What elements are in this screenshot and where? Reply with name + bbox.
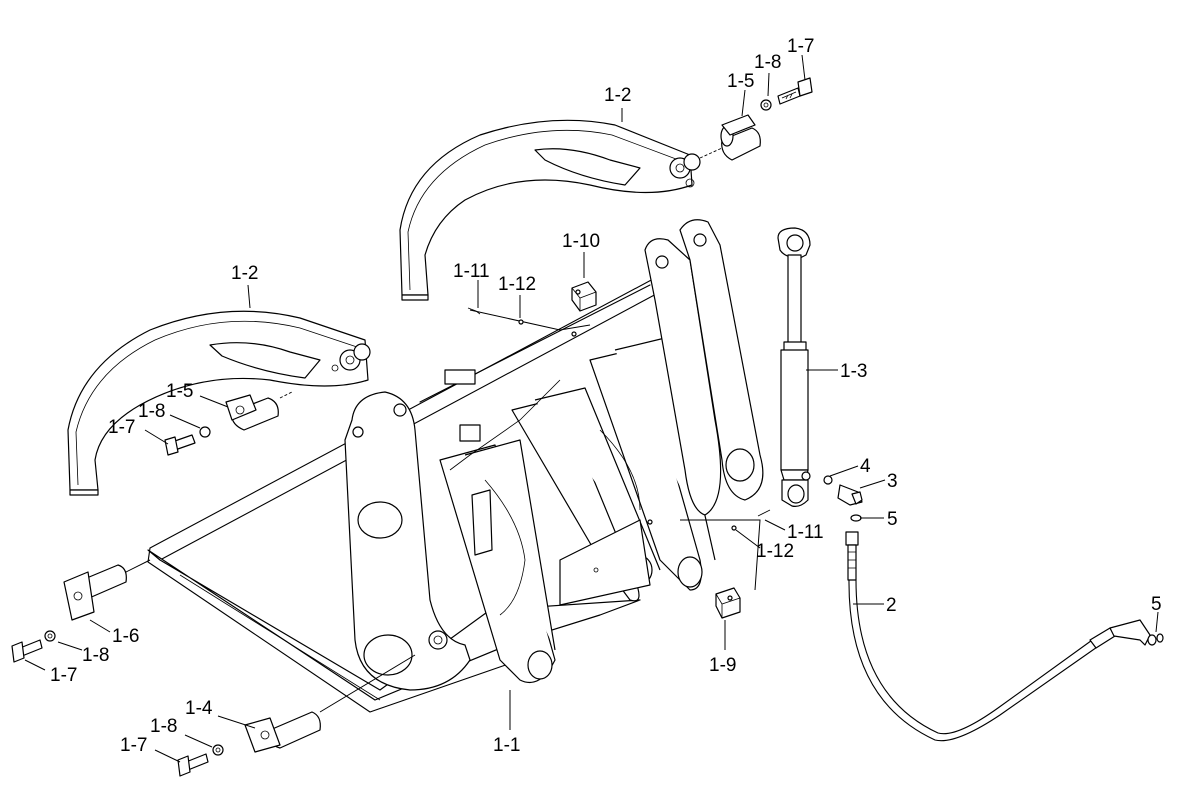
label-1-3: 1-3: [840, 361, 867, 382]
small-hardware: [467, 281, 771, 619]
pin-left: [164, 391, 293, 456]
part-labels: 1-2 1-5 1-8 1-7 1-2 1-5 1-8 1-7 1-10 1-1…: [50, 36, 1162, 756]
label-1-11-right: 1-11: [787, 522, 824, 543]
hydraulic-hose: [845, 531, 1164, 742]
label-1-7-mid: 1-7: [50, 665, 77, 686]
label-1-8-top: 1-8: [754, 52, 781, 73]
label-3: 3: [887, 471, 898, 492]
fittings: [823, 475, 863, 522]
label-1-4: 1-4: [185, 698, 213, 719]
label-1-2-top: 1-2: [604, 85, 631, 106]
tine-left: [67, 310, 371, 496]
leader-lines: [24, 54, 1159, 763]
tine-top: [399, 119, 701, 301]
label-1-5-left: 1-5: [166, 381, 193, 402]
label-1-2-left: 1-2: [231, 263, 258, 284]
label-1-8-mid: 1-8: [82, 645, 109, 666]
label-1-12-left: 1-12: [498, 274, 536, 295]
label-1-12-right: 1-12: [756, 541, 794, 562]
label-1-6: 1-6: [112, 626, 139, 647]
label-1-8-left: 1-8: [138, 401, 165, 422]
label-1-7-bottom: 1-7: [120, 735, 147, 756]
label-1-11-left: 1-11: [453, 261, 490, 282]
pin-1-4: [177, 711, 321, 777]
pin-1-6: [11, 564, 127, 663]
label-1-10: 1-10: [562, 231, 600, 252]
label-1-9: 1-9: [709, 655, 736, 676]
label-5-mid: 5: [887, 509, 898, 530]
label-4: 4: [860, 456, 871, 477]
label-1-7-top: 1-7: [787, 36, 814, 57]
label-1-8-bottom: 1-8: [150, 716, 177, 737]
hydraulic-cylinder: [777, 227, 811, 507]
label-1-1: 1-1: [493, 735, 520, 756]
label-5-right: 5: [1151, 594, 1162, 615]
label-1-5-top: 1-5: [727, 71, 754, 92]
grapple-frame: [147, 219, 764, 713]
label-1-7-left: 1-7: [108, 417, 135, 438]
pin-top: [699, 77, 813, 161]
label-2: 2: [886, 595, 897, 616]
